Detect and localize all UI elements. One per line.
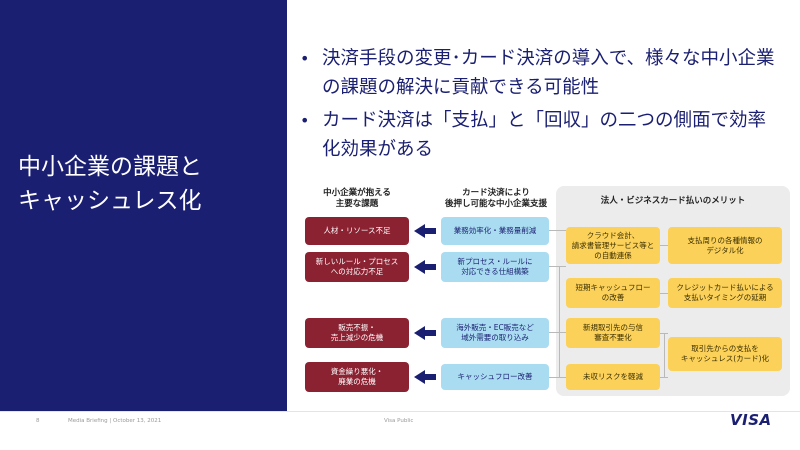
bullet-list: • 決済手段の変更･カード決済の導入で、様々な中小企業の課題の解決に貢献できる可… [300,44,780,168]
arrow-stem [424,264,436,270]
support-box: 海外販売・EC販売など 域外需要の取り込み [441,318,549,348]
bullet-dot-icon: • [300,111,310,130]
support-header: カード決済により 後押し可能な中小企業支援 [444,188,547,209]
benefit-box: 取引先からの支払を キャッシュレス(カード)化 [668,337,782,371]
connector-line [660,293,668,294]
arrow-left-icon [414,224,425,238]
connector-line [660,245,668,246]
issues-header: 中小企業が抱える 主要な課題 [323,188,391,209]
support-box: 新プロセス・ルールに 対応できる仕組構築 [441,252,549,282]
bullet-item: • カード決済は「支払」と「回収」の二つの側面で効率化効果がある [300,106,780,164]
arrow-stem [424,330,436,336]
bullet-item: • 決済手段の変更･カード決済の導入で、様々な中小企業の課題の解決に貢献できる可… [300,44,780,102]
connector-line [549,377,566,378]
connector-line [549,266,566,267]
benefit-box: クレジットカード払いによる 支払いタイミングの延期 [668,278,782,308]
benefit-box: 支払周りの各種情報の デジタル化 [668,227,782,264]
arrow-stem [424,374,436,380]
arrow-left-icon [414,326,425,340]
slide-title-line2: キャッシュレス化 [18,188,202,214]
footer-divider [0,411,800,412]
issue-box: 販売不振・ 売上減少の危機 [305,318,409,348]
bullet-text: カード決済は「支払」と「回収」の二つの側面で効率化効果がある [322,110,767,160]
connector-line [664,333,665,377]
page-number: 8 [36,418,40,424]
issue-box: 人材・リソース不足 [305,217,409,245]
connector-line [660,377,668,378]
support-box: キャッシュフロー改善 [441,364,549,390]
benefit-box: 未収リスクを軽減 [566,364,660,390]
bullet-dot-icon: • [300,49,310,68]
title-panel: 中小企業の課題と キャッシュレス化 [0,0,287,411]
benefit-box: 新規取引先の与信 審査不要化 [566,318,660,348]
arrow-stem [424,228,436,234]
connector-line [559,266,560,377]
support-box: 業務効率化・業務量削減 [441,217,549,245]
benefits-header: 法人・ビジネスカード払いのメリット [600,196,746,206]
connector-line [549,332,566,333]
footer-event: Media Briefing | October 13, 2021 [68,418,162,424]
bullet-text: 決済手段の変更･カード決済の導入で、様々な中小企業の課題の解決に貢献できる可能性 [322,48,775,98]
slide-title-line1: 中小企業の課題と [18,154,202,180]
arrow-left-icon [414,370,425,384]
issue-box: 資金繰り悪化・ 廃業の危機 [305,362,409,392]
arrow-left-icon [414,260,425,274]
connector-line [549,230,566,231]
slide-title: 中小企業の課題と キャッシュレス化 [18,150,278,218]
footer-classification: Visa Public [384,418,414,424]
visa-logo: VISA [730,411,772,429]
issue-box: 新しいルール・プロセス への対応力不足 [305,252,409,282]
benefit-box: クラウド会計、 請求書管理サービス等と の自動連係 [566,227,660,264]
benefit-box: 短期キャッシュフロー の改善 [566,278,660,308]
